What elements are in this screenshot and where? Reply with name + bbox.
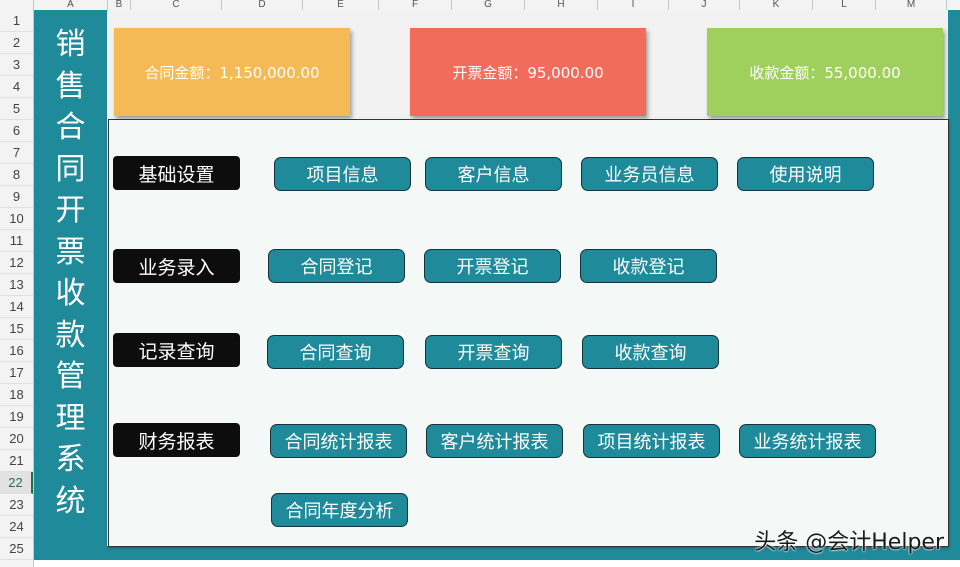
contract-annual-analysis-button[interactable]: 合同年度分析 [271, 493, 408, 527]
column-header-k[interactable]: K [740, 0, 813, 10]
title-char: 理 [55, 400, 86, 436]
title-char: 管 [55, 359, 86, 394]
invoice-query-button[interactable]: 开票查询 [425, 335, 562, 369]
row-header-6[interactable]: 6 [0, 120, 33, 142]
row-header-3[interactable]: 3 [0, 54, 33, 76]
system-title-banner: 销 售 合 同 开 票 收 款 管 理 系 统 [34, 10, 107, 546]
column-header-f[interactable]: F [379, 0, 452, 10]
contract-register-button[interactable]: 合同登记 [268, 249, 405, 283]
row-header-17[interactable]: 17 [0, 362, 33, 384]
row-header-5[interactable]: 5 [0, 98, 33, 120]
invoice-register-button[interactable]: 开票登记 [424, 249, 561, 283]
row-header-2[interactable]: 2 [0, 32, 33, 54]
instructions-button[interactable]: 使用说明 [737, 157, 874, 191]
contract-stats-report-button[interactable]: 合同统计报表 [270, 424, 407, 458]
row-header-22-active[interactable]: 22 [0, 472, 33, 494]
section-label-basic-settings: 基础设置 [113, 156, 240, 190]
row-header-11[interactable]: 11 [0, 230, 33, 252]
title-char: 款 [55, 317, 86, 353]
navigation-panel: 基础设置 项目信息 客户信息 业务员信息 使用说明 业务录入 合同登记 开票登记… [108, 119, 949, 547]
row-header-21[interactable]: 21 [0, 450, 33, 472]
select-all-corner[interactable] [0, 0, 34, 10]
title-char: 收 [55, 276, 86, 311]
column-header-j[interactable]: J [669, 0, 740, 10]
section-label-business-entry: 业务录入 [113, 249, 240, 283]
title-char: 开 [55, 193, 86, 228]
bottom-border-strip [34, 546, 960, 560]
row-header-18[interactable]: 18 [0, 384, 33, 406]
column-header-a[interactable]: A [34, 0, 108, 10]
column-header-b[interactable]: B [108, 0, 131, 10]
salesperson-info-button[interactable]: 业务员信息 [581, 157, 718, 191]
watermark-text: 头条 @会计Helper [754, 530, 944, 555]
project-info-button[interactable]: 项目信息 [274, 157, 411, 191]
customer-stats-report-button[interactable]: 客户统计报表 [426, 424, 563, 458]
right-border-strip [948, 10, 960, 560]
row-header-8[interactable]: 8 [0, 164, 33, 186]
row-header-7[interactable]: 7 [0, 142, 33, 164]
payment-amount-card: 收款金额：55,000.00 [707, 28, 943, 116]
row-header-1[interactable]: 1 [0, 10, 33, 32]
row-header-23[interactable]: 23 [0, 494, 33, 516]
title-char: 销 [55, 27, 86, 62]
title-char: 系 [55, 442, 86, 477]
section-label-financial-reports: 财务报表 [113, 423, 240, 457]
row-header-16[interactable]: 16 [0, 340, 33, 362]
column-header-c[interactable]: C [131, 0, 222, 10]
row-header-24[interactable]: 24 [0, 516, 33, 538]
customer-info-button[interactable]: 客户信息 [425, 157, 562, 191]
column-header-d[interactable]: D [222, 0, 303, 10]
summary-area: 合同金额：1,150,000.00 开票金额：95,000.00 收款金额：55… [108, 10, 948, 118]
column-header-l[interactable]: L [813, 0, 876, 10]
row-header-4[interactable]: 4 [0, 76, 33, 98]
column-header-h[interactable]: H [525, 0, 598, 10]
column-header-g[interactable]: G [452, 0, 525, 10]
title-char: 售 [55, 68, 86, 104]
title-char: 票 [55, 234, 86, 270]
title-char: 合 [55, 110, 86, 145]
row-header-19[interactable]: 19 [0, 406, 33, 428]
project-stats-report-button[interactable]: 项目统计报表 [583, 424, 720, 458]
title-char: 统 [55, 483, 86, 519]
title-char: 同 [55, 151, 86, 187]
invoice-amount-card: 开票金额：95,000.00 [410, 28, 646, 116]
payment-register-button[interactable]: 收款登记 [580, 249, 717, 283]
row-header-9[interactable]: 9 [0, 186, 33, 208]
row-header-20[interactable]: 20 [0, 428, 33, 450]
business-stats-report-button[interactable]: 业务统计报表 [739, 424, 876, 458]
contract-amount-card: 合同金额：1,150,000.00 [114, 28, 350, 116]
row-header-25[interactable]: 25 [0, 538, 33, 560]
row-header-13[interactable]: 13 [0, 274, 33, 296]
payment-query-button[interactable]: 收款查询 [582, 335, 719, 369]
column-header-i[interactable]: I [598, 0, 669, 10]
section-label-record-query: 记录查询 [113, 333, 240, 367]
contract-query-button[interactable]: 合同查询 [267, 335, 404, 369]
row-header-12[interactable]: 12 [0, 252, 33, 274]
column-header-e[interactable]: E [303, 0, 379, 10]
row-header-14[interactable]: 14 [0, 296, 33, 318]
column-header-m[interactable]: M [876, 0, 947, 10]
row-header-15[interactable]: 15 [0, 318, 33, 340]
row-header-10[interactable]: 10 [0, 208, 33, 230]
row-header-bar: 1 2 3 4 5 6 7 8 9 10 11 12 13 14 15 16 1… [0, 10, 34, 567]
